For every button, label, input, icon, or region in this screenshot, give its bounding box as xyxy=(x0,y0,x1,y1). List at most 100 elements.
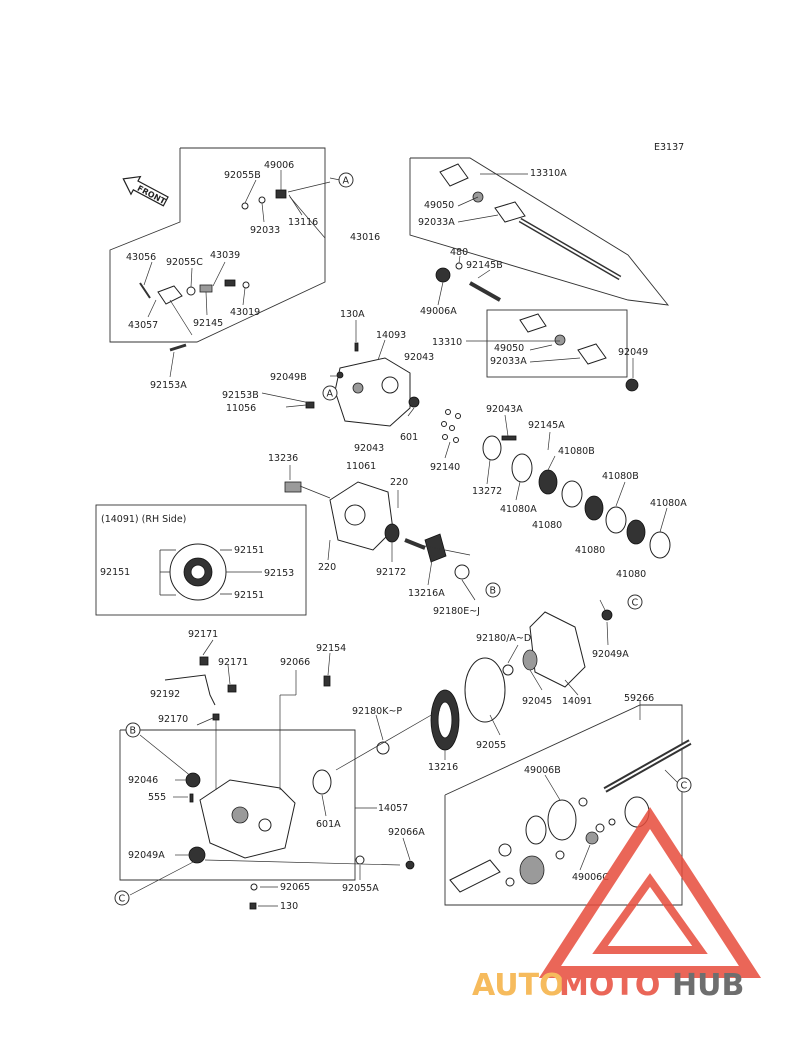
label-92172: 92172 xyxy=(376,567,406,578)
svg-text:B: B xyxy=(490,586,497,597)
frame-43016 xyxy=(109,147,326,343)
label-11061: 11061 xyxy=(346,461,376,472)
label-43039: 43039 xyxy=(210,250,240,261)
label-43057: 43057 xyxy=(128,320,158,331)
label-43056: 43056 xyxy=(126,252,156,263)
automotohub-watermark-logo: AUTO MOTO HUB xyxy=(472,806,762,1003)
label-92043A: 92043A xyxy=(486,404,523,415)
cover-11061 xyxy=(284,481,394,551)
label-43019: 43019 xyxy=(230,307,260,318)
label-601A: 601A xyxy=(316,819,341,830)
label-49006C: 49006C xyxy=(572,872,609,883)
watermark-auto: AUTO xyxy=(472,968,565,1003)
label-41080B: 41080B xyxy=(558,446,595,457)
breather-parts xyxy=(164,656,331,721)
label-92145A: 92145A xyxy=(528,420,565,431)
label-92033: 92033 xyxy=(250,225,280,236)
label-92049A: 92049A xyxy=(592,649,629,660)
label-92065: 92065 xyxy=(280,882,310,893)
label-41080A: 41080A xyxy=(650,498,687,509)
label-480: 480 xyxy=(450,247,468,258)
axle-shaft-59266 xyxy=(449,739,692,893)
callout-a-top: A xyxy=(338,172,354,188)
label-59266: 59266 xyxy=(624,693,654,704)
watermark-moto: MOTO xyxy=(559,968,660,1003)
label-92049B: 92049B xyxy=(270,372,307,383)
gear-case-14057 xyxy=(185,769,415,910)
label-49050: 49050 xyxy=(494,343,524,354)
leader-lines xyxy=(129,170,681,907)
label-49006A: 49006A xyxy=(420,306,457,317)
ring-gear-13216 xyxy=(376,657,506,755)
label-92033A: 92033A xyxy=(418,217,455,228)
label-92180K-P: 92180K~P xyxy=(352,706,402,717)
svg-text:C: C xyxy=(119,894,126,905)
label-92140: 92140 xyxy=(430,462,460,473)
callout-b-left: B xyxy=(125,722,141,738)
rh-side-label: (14091) (RH Side) xyxy=(101,514,186,525)
front-arrow-icon: FRONT xyxy=(122,175,169,207)
frame-13310A xyxy=(409,157,670,306)
label-41080: 41080 xyxy=(616,569,646,580)
label-41080: 41080 xyxy=(575,545,605,556)
parts-43016 xyxy=(139,181,331,352)
gear-case-14093 xyxy=(305,342,420,427)
label-92066A: 92066A xyxy=(388,827,425,838)
label-43016: 43016 xyxy=(350,232,380,243)
front-label: FRONT xyxy=(136,184,168,207)
label-14057: 14057 xyxy=(378,803,408,814)
label-555: 555 xyxy=(148,792,166,803)
label-220: 220 xyxy=(318,562,336,573)
label-49050: 49050 xyxy=(424,200,454,211)
label-220: 220 xyxy=(390,477,408,488)
svg-text:C: C xyxy=(681,781,688,792)
label-13310: 13310 xyxy=(432,337,462,348)
label-92192: 92192 xyxy=(150,689,180,700)
label-92043: 92043 xyxy=(354,443,384,454)
label-130A: 130A xyxy=(340,309,365,320)
label-41080B: 41080B xyxy=(602,471,639,482)
frame-13310 xyxy=(486,309,628,378)
frame-14057 xyxy=(119,729,356,881)
differential-case-14091 xyxy=(502,609,613,688)
label-92151: 92151 xyxy=(234,590,264,601)
label-92151: 92151 xyxy=(234,545,264,556)
label-13216A: 13216A xyxy=(408,588,445,599)
label-92055A: 92055A xyxy=(342,883,379,894)
label-92171: 92171 xyxy=(218,657,248,668)
label-13272: 13272 xyxy=(472,486,502,497)
label-14093: 14093 xyxy=(376,330,406,341)
diagram-code: E3137 xyxy=(654,142,684,153)
label-11056: 11056 xyxy=(226,403,256,414)
label-92049A: 92049A xyxy=(128,850,165,861)
label-13216: 13216 xyxy=(428,762,458,773)
callout-a-case: A xyxy=(322,385,338,401)
label-13236: 13236 xyxy=(268,453,298,464)
label-13116: 13116 xyxy=(288,217,318,228)
label-92153: 92153 xyxy=(264,568,294,579)
ball-bearings-92140 xyxy=(441,409,461,443)
svg-text:A: A xyxy=(343,176,350,187)
label-49006B: 49006B xyxy=(524,765,561,776)
label-92046: 92046 xyxy=(128,775,158,786)
label-92145: 92145 xyxy=(193,318,223,329)
part-number-labels: 13310A 49050 92033A 480 92145B 49006A 13… xyxy=(100,160,687,912)
watermark-hub: HUB xyxy=(672,968,744,1003)
frame-59266 xyxy=(444,704,683,906)
rh-side-cover xyxy=(159,543,262,601)
label-92045: 92045 xyxy=(522,696,552,707)
label-92153B: 92153B xyxy=(222,390,259,401)
drive-shaft-13310A xyxy=(439,163,622,281)
label-92180-A-D: 92180/A~D xyxy=(476,633,531,644)
label-41080: 41080 xyxy=(532,520,562,531)
label-92066: 92066 xyxy=(280,657,310,668)
drive-shaft-13310 xyxy=(435,262,639,392)
label-130: 130 xyxy=(280,901,298,912)
label-92049: 92049 xyxy=(618,347,648,358)
label-92043: 92043 xyxy=(404,352,434,363)
label-92180E-J: 92180E~J xyxy=(433,606,480,617)
label-92055B: 92055B xyxy=(224,170,261,181)
label-92153A: 92153A xyxy=(150,380,187,391)
label-14091: 14091 xyxy=(562,696,592,707)
